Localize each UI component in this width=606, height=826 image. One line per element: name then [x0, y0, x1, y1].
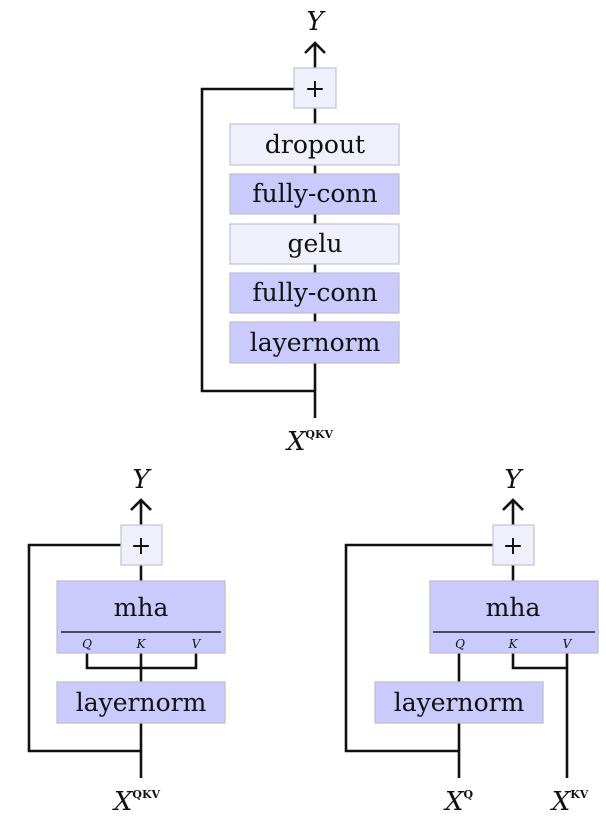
input-sup: KV	[570, 788, 589, 801]
port-q: Q	[455, 637, 465, 651]
layer-label: layernorm	[250, 328, 381, 357]
port-q: Q	[82, 637, 92, 651]
input-sup: QKV	[305, 428, 333, 441]
layernorm-layer	[374, 681, 544, 724]
input-base: X	[443, 787, 465, 817]
port-v: V	[192, 637, 202, 651]
layernorm-label: layernorm	[76, 688, 207, 717]
port-k: K	[508, 637, 519, 651]
qkv-connections	[85, 653, 198, 778]
fully-conn-layer	[229, 272, 400, 314]
mha-layer	[56, 580, 226, 654]
residual-connection	[344, 543, 493, 753]
cross-attention-block: Y + mha Q K V layernorm XQ XKV	[344, 465, 599, 817]
add-node	[293, 67, 337, 109]
add-symbol: +	[131, 531, 152, 560]
add-symbol: +	[305, 74, 326, 103]
add-node	[492, 524, 535, 566]
add-node	[120, 524, 163, 566]
input-kv-label: XKV	[550, 787, 589, 817]
layer-label: gelu	[288, 229, 343, 258]
port-k: K	[136, 637, 147, 651]
input-label: XQKV	[285, 427, 334, 457]
add-symbol: +	[503, 531, 524, 560]
layernorm-layer	[229, 321, 400, 364]
input-q-label: XQ	[443, 787, 474, 817]
output-label: Y	[132, 465, 152, 495]
self-attention-block: Y + mha Q K V layernorm XQKV	[27, 465, 226, 817]
arrow-head-icon	[130, 498, 152, 511]
input-base: X	[550, 787, 572, 817]
output-label: Y	[306, 7, 326, 37]
layernorm-label: layernorm	[394, 688, 525, 717]
layer-label: fully-conn	[252, 179, 377, 208]
fully-conn-layer	[229, 173, 400, 215]
input-sup: Q	[463, 788, 473, 801]
layernorm-layer	[56, 681, 226, 724]
layer-label: fully-conn	[252, 278, 377, 307]
mlp-block: Y + dropout fully-conn gelu fully-conn l…	[200, 7, 400, 457]
qkv-connections	[457, 653, 569, 778]
output-label: Y	[504, 465, 524, 495]
input-label: XQKV	[112, 787, 161, 817]
arrow-head-icon	[502, 498, 524, 511]
input-base: X	[112, 787, 134, 817]
arrow-head-icon	[304, 41, 326, 54]
input-base: X	[285, 427, 307, 457]
mha-label: mha	[486, 593, 541, 622]
residual-connection	[200, 87, 315, 393]
dropout-layer	[229, 123, 400, 166]
input-sup: QKV	[132, 788, 160, 801]
layer-label: dropout	[265, 130, 365, 159]
residual-connection	[27, 543, 141, 753]
mha-layer	[429, 580, 599, 654]
port-v: V	[563, 637, 573, 651]
gelu-layer	[229, 223, 400, 265]
mha-label: mha	[114, 593, 169, 622]
